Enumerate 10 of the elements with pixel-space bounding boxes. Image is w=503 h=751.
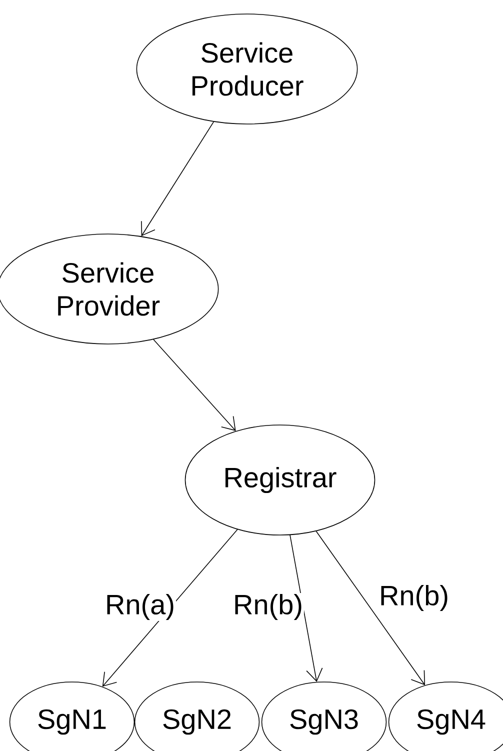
arrow — [141, 121, 214, 236]
arrow — [316, 530, 426, 686]
arrow — [102, 529, 238, 687]
ellipse-node: Registrar — [184, 424, 376, 536]
edge-label: Rn(a) — [104, 592, 176, 622]
edge-label: Rn(b) — [232, 592, 304, 622]
arrow — [290, 534, 323, 682]
ellipse-node: Service Producer — [136, 14, 358, 124]
edge-label: Rn(b) — [378, 584, 450, 612]
arrow — [153, 339, 236, 431]
